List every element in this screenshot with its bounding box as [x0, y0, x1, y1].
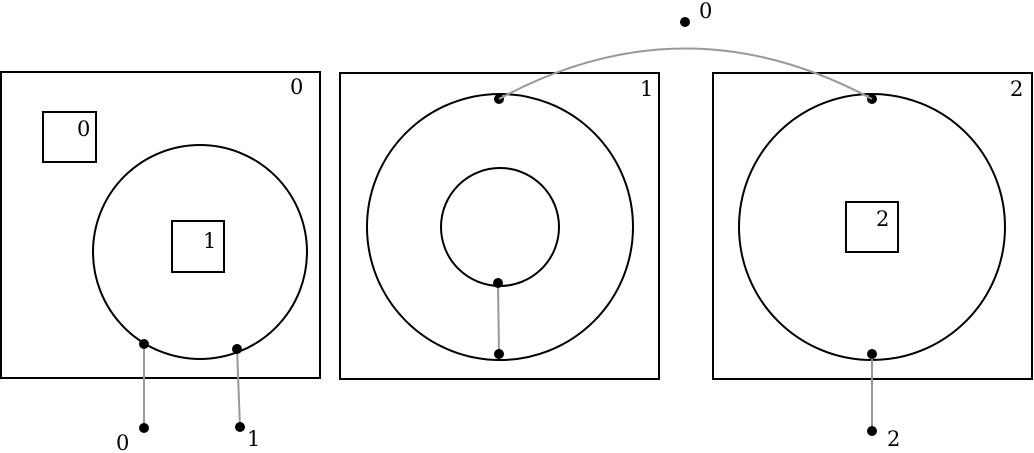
- panel-1-frame: [339, 72, 660, 380]
- terminal-bottom-1: 1: [235, 422, 260, 451]
- panel-0-inner-box-0-label: 0: [77, 117, 90, 141]
- terminal-dot: [139, 423, 149, 433]
- panel-1-label: 1: [640, 77, 653, 101]
- panel-0-frame: [0, 71, 321, 379]
- panel-0-circle: [92, 144, 308, 360]
- terminal-label: 0: [699, 0, 712, 23]
- panel-2-inner-box-0: [845, 201, 899, 253]
- port-dot: [867, 349, 877, 359]
- panel-0-label: 0: [290, 75, 303, 99]
- terminal-dot: [680, 17, 690, 27]
- panel-0-inner-box-0: [42, 111, 97, 163]
- panel-0-inner-box-1: [171, 220, 225, 273]
- terminal-dot: [235, 422, 245, 432]
- panel-2-frame: [712, 72, 1033, 380]
- panel-1-inner-circle: [440, 167, 560, 287]
- port-dot: [494, 349, 504, 359]
- terminal-dot: [867, 426, 877, 436]
- terminal-label: 1: [247, 427, 260, 451]
- terminal-top-0: 0: [680, 0, 712, 27]
- terminal-label: 0: [116, 431, 129, 453]
- panel-1-outer-circle: [366, 93, 634, 361]
- connector-arc-to-top-terminal: [498, 47, 873, 100]
- panel-2-circle: [738, 93, 1006, 361]
- port-dot: [139, 339, 149, 349]
- panel-1: 1: [339, 72, 660, 380]
- port-dot: [493, 278, 503, 288]
- panel-2-inner-box-0-label: 2: [876, 207, 889, 231]
- connector-panel-0-to-terminal-1: [236, 348, 241, 428]
- terminal-bottom-2: 2: [867, 426, 900, 451]
- terminal-label: 2: [887, 427, 900, 451]
- connector-inner-to-outer-circle: [497, 282, 500, 355]
- terminal-bottom-0: 0: [116, 423, 149, 453]
- panel-2-label: 2: [1010, 77, 1023, 101]
- port-dot: [232, 344, 242, 354]
- panel-0: 0 0 1: [0, 71, 321, 428]
- panel-2: 2 2: [712, 72, 1033, 431]
- panel-0-inner-box-1-label: 1: [203, 229, 216, 253]
